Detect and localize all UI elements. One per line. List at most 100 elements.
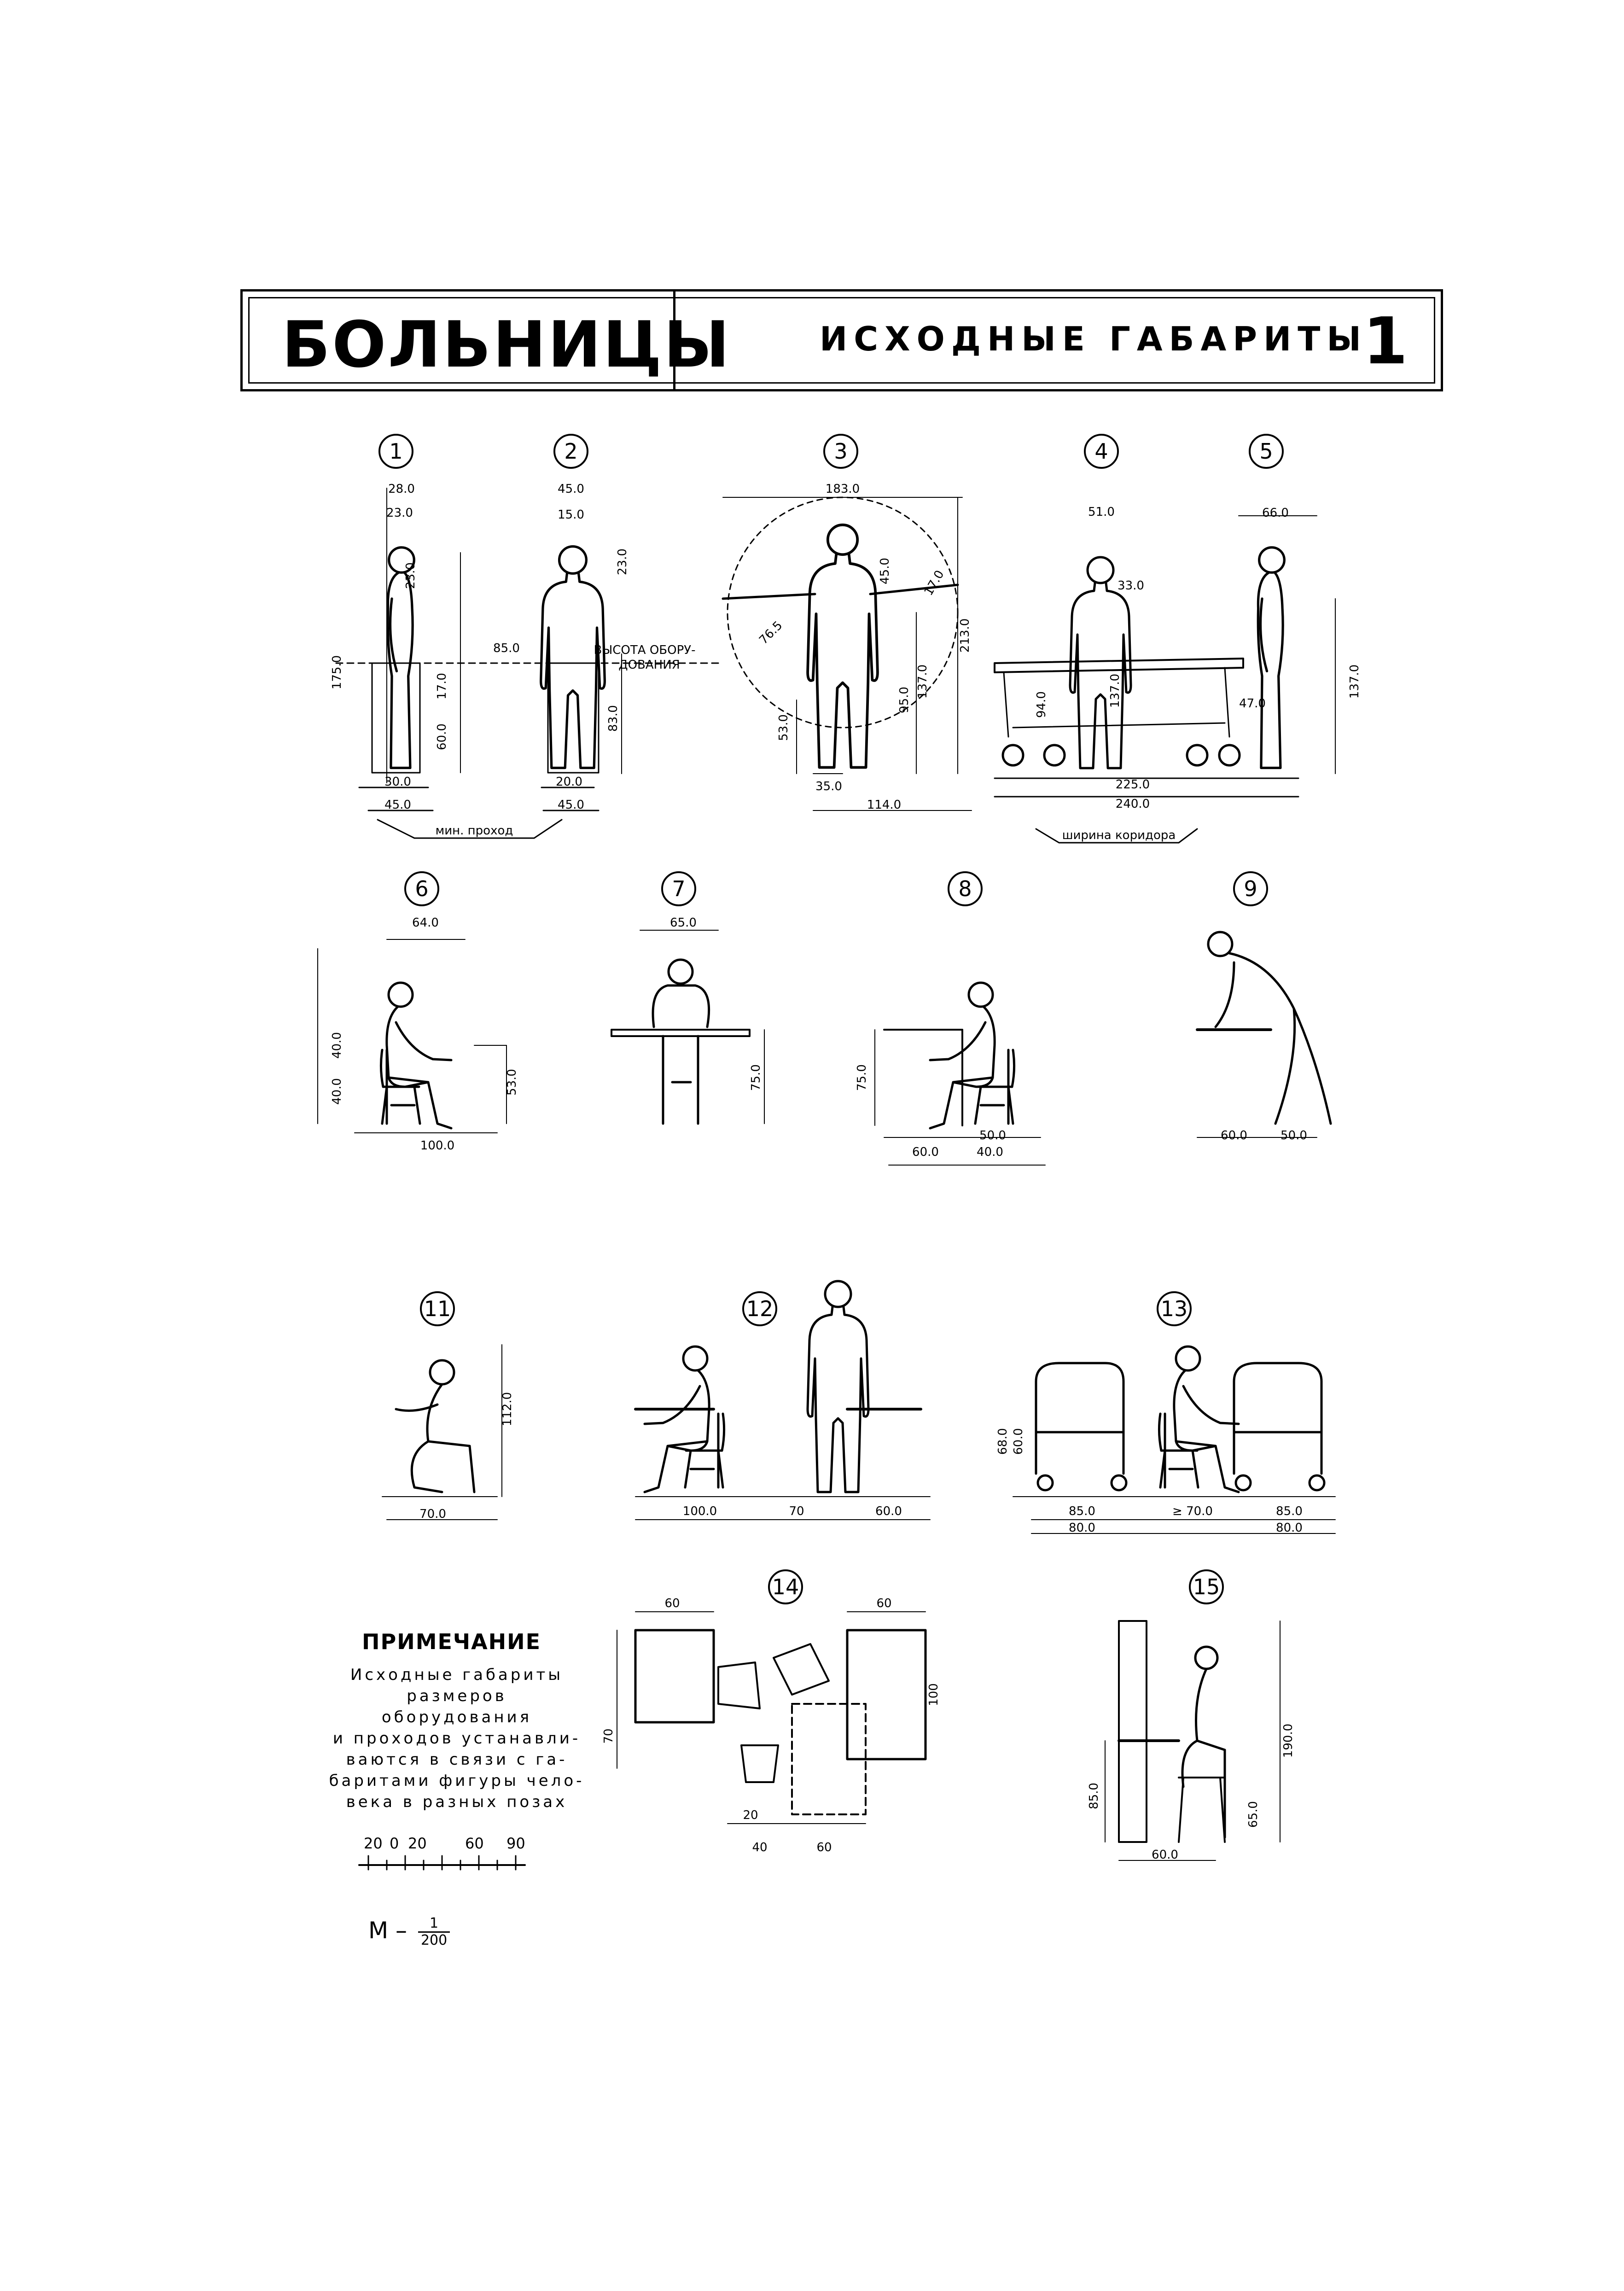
dim: 66.0 [1262,506,1289,520]
dim: 47.0 [1239,697,1266,711]
dim: 40 [752,1841,767,1854]
figure-5-standing-profile [1238,515,1336,774]
figure-13-beds-bedside-chair [1013,1347,1336,1534]
dim: 60 [664,1597,680,1610]
dim: 60.0 [912,1145,939,1159]
dim: 30.0 [384,775,411,789]
title-block-inner-frame [248,297,1435,384]
fig-num: 14 [772,1574,799,1599]
note-heading: ПРИМЕЧАНИЕ [362,1629,541,1654]
scale-bar [358,1855,526,1871]
dim: 20.0 [556,775,582,789]
dim: 60.0 [1221,1129,1247,1143]
dim: 40.0 [330,1078,344,1105]
dim: 35.0 [815,780,842,793]
scale-tick-label: 60 [465,1835,484,1852]
dim: 75.0 [855,1064,869,1091]
figure-14-plan [617,1611,927,1824]
figure-12-table-seated-standing [634,1281,931,1520]
figure-1-standing-side [335,488,719,811]
dim: 85.0 [1069,1504,1095,1518]
dim: 17.0 [922,568,947,598]
dim: 100.0 [683,1504,717,1518]
dim: 70 [789,1504,804,1518]
scale-numerator: 1 [418,1916,450,1933]
dim: 45.0 [878,558,892,584]
dim: 60.0 [875,1504,902,1518]
scale-denominator: 200 [420,1932,448,1948]
dim: 183.0 [826,482,860,496]
dim: 50.0 [1281,1129,1307,1143]
figure-2-standing-front [377,547,622,839]
scale-tick-label: 20 [408,1835,427,1852]
dim: 85.0 [493,641,520,655]
fig-num: 8 [958,876,972,901]
dim: 80.0 [1069,1521,1095,1535]
dim: 65.0 [1246,1801,1260,1828]
dim: 50.0 [979,1129,1006,1143]
dim: 23.0 [616,548,629,575]
dim: 95.0 [897,687,911,713]
figure-11-squatting [382,1344,502,1520]
dim: 20 [743,1808,758,1822]
dim: 45.0 [558,482,584,496]
dim: 175.0 [330,655,344,689]
dim: 65.0 [670,916,697,930]
dim: 213.0 [958,618,972,653]
figure-number-labels: 1 2 3 4 5 6 7 8 9 11 12 13 14 15 [389,439,1273,1599]
figure-15-high-desk [1105,1620,1281,1861]
dim: 76.5 [757,618,785,647]
dim: ≥ 70.0 [1172,1504,1213,1518]
dimension-labels: 28.0 23.0 23.0 175.0 17.0 60.0 30.0 45.0… [330,482,1362,1862]
scale-tick-label: 90 [506,1835,525,1852]
dim: 100 [927,1683,941,1706]
fig-num: 2 [564,439,577,464]
figure-6-seated-side [317,939,507,1133]
figure-8-seated-table-side [874,983,1046,1166]
sheet-number: 1 [1363,304,1408,379]
fig-num: 7 [672,876,685,901]
fig-num: 13 [1161,1296,1188,1321]
dim: 137.0 [1108,674,1122,708]
fig-num: 3 [834,439,847,464]
dim: 28.0 [388,482,415,496]
dim: 23.0 [386,506,413,520]
dim: 112.0 [501,1392,514,1426]
dim: 70.0 [419,1507,446,1521]
dim: 53.0 [777,714,791,741]
title-block-divider [673,291,675,389]
dim: 60 [876,1597,891,1610]
fig-num: 12 [746,1296,774,1321]
figure-markers [378,434,1284,1604]
dim: 33.0 [1118,579,1144,593]
dim: 53.0 [505,1069,519,1096]
dim: 225.0 [1116,778,1150,792]
figure-4-bed-corridor [994,557,1299,844]
equip-height-label: ВЫСОТА ОБОРУ- [594,643,696,657]
dim: 240.0 [1116,797,1150,811]
corridor-width-label: ширина коридора [1062,828,1176,842]
fig-num: 1 [389,439,402,464]
figure-9-bending-over-table [1196,931,1332,1138]
dim: 15.0 [558,508,584,522]
fig-num: 6 [415,876,428,901]
dim: 80.0 [1276,1521,1303,1535]
fig-num: 11 [424,1296,451,1321]
scale-tick-label: 20 [364,1835,383,1852]
scale-fraction: 1 200 [418,1916,450,1948]
dim: 60.0 [1152,1848,1178,1862]
dim: 137.0 [1348,665,1362,699]
dim: 75.0 [749,1064,763,1091]
dim: 100.0 [420,1139,454,1153]
dim: 17.0 [435,673,449,700]
scale-ratio-prefix: М – [368,1917,407,1944]
dim: 45.0 [558,798,584,812]
dim: 68.0 [996,1428,1010,1455]
equip-height-label: ДОВАНИЯ [618,658,680,672]
dim: 51.0 [1088,505,1115,519]
sheet-subtitle: ИСХОДНЫЕ ГАБАРИТЫ [820,320,1368,358]
note-body: Исходные габариты размеров оборудования … [329,1666,585,1811]
fig-num: 9 [1244,876,1257,901]
